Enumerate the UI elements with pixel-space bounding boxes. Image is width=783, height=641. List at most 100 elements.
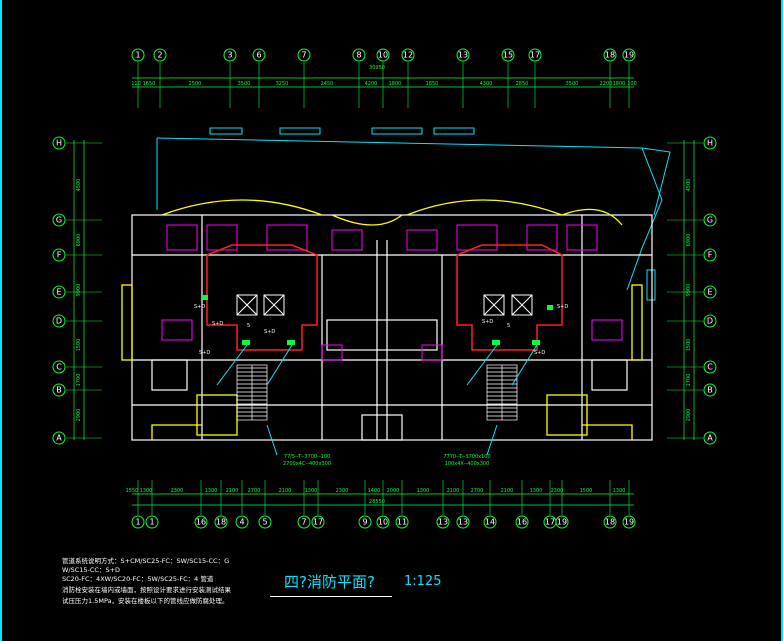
axis-bubble-bottom: 16 [194,515,208,529]
dimension-label-bottom: 2300 [551,488,564,494]
axis-bubble-top: 2 [153,48,167,62]
svg-text:8: 8 [356,51,361,60]
dimension-label-bottom: 2100 [279,488,292,494]
dimension-label-top: 4200 [365,81,378,87]
fire-box-label: 5 [247,323,250,329]
note-line: SC20-FC：4XW/SC20-FC：5W/SC25-FC：4 管道 [62,575,214,583]
svg-text:13: 13 [438,518,448,527]
axis-bubble-top: 1 [131,48,145,62]
svg-text:E: E [707,288,712,297]
svg-text:G: G [707,216,713,225]
dimension-label-top: 1650 [143,81,156,87]
axis-bubble-bottom: 7 [297,515,311,529]
svg-text:7: 7 [301,51,306,60]
stairs [236,364,518,421]
svg-text:E: E [56,288,61,297]
svg-text:H: H [56,139,62,148]
axis-bubble-top: 15 [501,48,515,62]
note-line: 管道系统说明方式：S+CM/SC25-FC：SW/SC15-CC：G [62,557,230,565]
axis-bubble-left: A [52,431,66,445]
dimension-label-bottom: 1300 [205,488,218,494]
hydrant-label: S+D [199,350,210,356]
axis-bubble-right: F [703,248,717,262]
svg-text:13: 13 [458,518,468,527]
axis-bubble-bottom: 9 [358,515,372,529]
svg-text:C: C [56,363,62,372]
svg-text:1: 1 [135,51,140,60]
dimension-label-top: 1850 [426,81,439,87]
axis-bubble-bottom: 18 [603,515,617,529]
svg-text:18: 18 [605,518,615,527]
svg-text:11: 11 [397,518,407,527]
svg-text:14: 14 [485,518,495,527]
axis-bubble-right: G [703,213,717,227]
svg-text:18: 18 [605,51,615,60]
axis-bubble-top: 17 [528,48,542,62]
dimension-label-left: 4500 [76,179,82,192]
dimension-label-left: 9900 [76,284,82,297]
drawing-title: 四?消防平面? [284,573,375,591]
dimension-label-bottom: 2100 [501,488,514,494]
svg-text:A: A [707,434,713,443]
dimension-label-bottom: 1400 [368,488,381,494]
balconies [121,199,643,440]
leader-lines [216,344,538,456]
fire-box-label: 5 [507,323,510,329]
axis-bubble-right: A [703,431,717,445]
axis-bubble-left: B [52,383,66,397]
axis-bubble-right: D [703,314,717,328]
dimension-label-top: 3500 [566,81,579,87]
axis-bubble-bottom: 4 [235,515,249,529]
dimension-label-top: 3500 [238,81,251,87]
axis-bubble-left: C [52,360,66,374]
dimension-label-top: 110 [131,81,141,87]
axis-bubble-right: C [703,360,717,374]
dimension-label-bottom: 1300 [417,488,430,494]
hydrant-label: S+D [534,350,545,356]
dimension-label-bottom: 1300 [305,488,318,494]
svg-text:B: B [56,386,62,395]
axis-bubble-left: E [52,285,66,299]
axis-bubble-bottom: 1 [145,515,159,529]
hydrant-label: S+D [482,319,493,325]
hydrant-label: S+D [212,321,223,327]
note-line: 消防栓安装在墙内或墙面，按照设计要求进行安装测试结果 [62,586,231,594]
axis-bubble-bottom: 13 [436,515,450,529]
axis-bubble-right: H [703,136,717,150]
svg-text:C: C [707,363,713,372]
hydrant-label: S+D [194,304,205,310]
axis-bubble-bottom: 17 [311,515,325,529]
svg-text:16: 16 [196,518,206,527]
dimension-label-left: 1500 [76,339,82,352]
axis-bubble-top: 7 [297,48,311,62]
dimension-label-right: 2900 [686,409,692,422]
svg-text:10: 10 [378,518,388,527]
svg-text:D: D [707,317,713,326]
dimension-label-top: 1800 [389,81,402,87]
axis-bubble-right: E [703,285,717,299]
overall-dimension-bottom: 28550 [369,499,385,505]
svg-text:10: 10 [378,51,388,60]
dimension-label-right: 6900 [686,234,692,247]
dimension-label-left: 2900 [76,409,82,422]
title-underline [270,596,392,597]
axis-bubble-top: 19 [622,48,636,62]
dimension-label-bottom: 2000 [387,488,400,494]
axis-bubble-bottom: 19 [555,515,569,529]
dimension-label-right: 4500 [686,179,692,192]
axis-bubble-top: 3 [223,48,237,62]
note-line: 试压压力1.5MPa，安装在楼板以下的管线应做防腐处理。 [62,597,229,605]
axis-bubble-left: H [52,136,66,150]
dimension-label-bottom: 2700 [248,488,261,494]
axis-bubble-bottom: 5 [258,515,272,529]
fire-hydrants [202,295,553,345]
fire-zones [206,244,563,351]
svg-text:9: 9 [362,518,367,527]
svg-text:1: 1 [149,518,154,527]
axis-bubble-top: 18 [603,48,617,62]
elevator-shafts [236,294,533,316]
svg-text:16: 16 [517,518,527,527]
svg-text:18: 18 [216,518,226,527]
fire-partitions [161,224,623,361]
